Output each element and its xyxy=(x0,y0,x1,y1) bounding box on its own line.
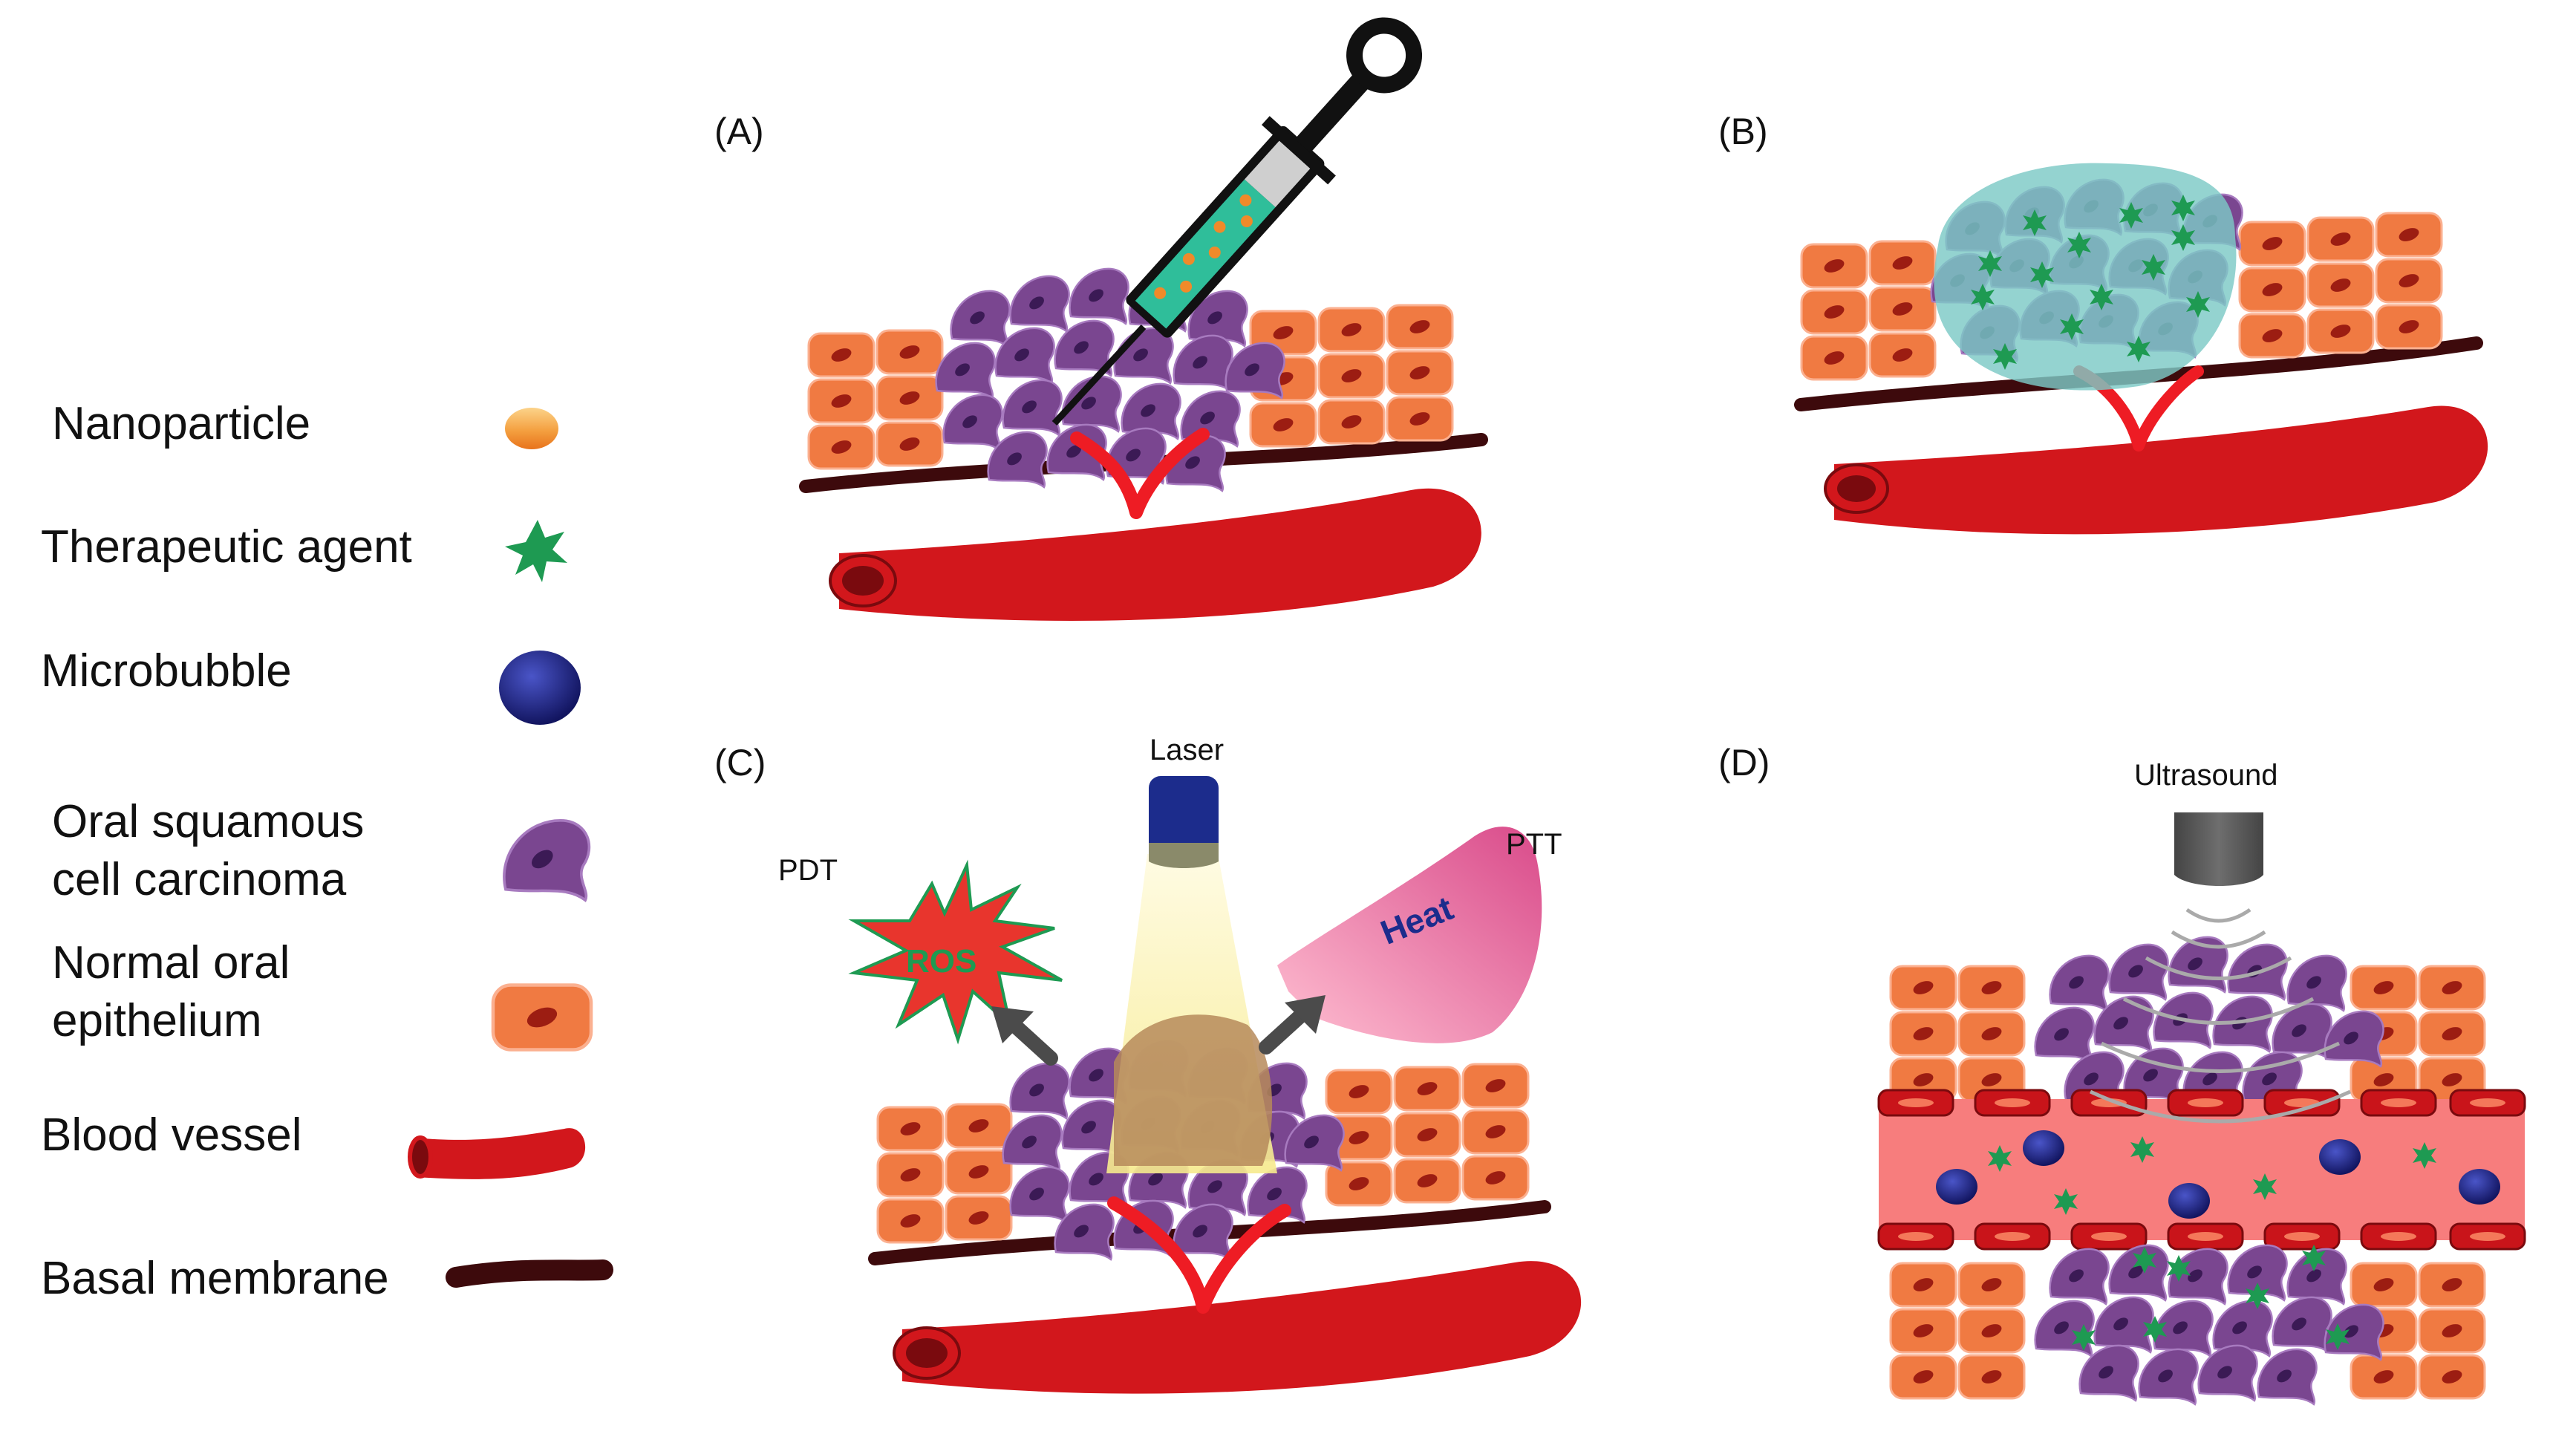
panel-d-label: (D) xyxy=(1718,742,1770,783)
panel-c-label: (C) xyxy=(714,742,766,783)
microbubbles xyxy=(1936,1130,2500,1219)
panel-b-label: (B) xyxy=(1718,111,1768,152)
vessel-wall-bottom xyxy=(1877,1222,2526,1251)
heated-tumor-region xyxy=(1114,1014,1273,1166)
legend-nanoparticle-label: Nanoparticle xyxy=(52,398,311,449)
syringe xyxy=(1051,17,1423,426)
blood-vessel xyxy=(839,488,1481,621)
vessel-wall-top xyxy=(1877,1089,2526,1117)
blood-vessel xyxy=(1834,405,2488,535)
legend-oscc-label-line1: Oral squamous xyxy=(52,796,365,847)
drug-loaded-gel xyxy=(1934,163,2237,391)
legend-epithelium-label-line1: Normal oral xyxy=(52,937,290,988)
epithelium-cell-icon xyxy=(493,985,591,1050)
basal-membrane-icon xyxy=(446,1259,613,1288)
ultrasound-waves xyxy=(2089,907,2352,1124)
blood-vessel-icon xyxy=(408,1128,586,1179)
therapeutic-agent-icon xyxy=(505,520,567,582)
pdt-label: PDT xyxy=(778,854,838,887)
legend-therapeutic-agent-label: Therapeutic agent xyxy=(41,521,412,573)
panel-a-label: (A) xyxy=(714,111,764,152)
legend-epithelium-label-line2: epithelium xyxy=(52,995,262,1046)
legend-blood-vessel-label: Blood vessel xyxy=(41,1109,302,1161)
panel-b-illustration xyxy=(1794,163,2488,535)
heat-probe xyxy=(1277,827,1542,1043)
nanoparticle-icon xyxy=(505,408,558,449)
ultrasound-transducer xyxy=(2174,812,2263,886)
ultrasound-label: Ultrasound xyxy=(2134,759,2278,792)
panel-d-illustration xyxy=(1877,812,2526,1406)
microbubble-icon xyxy=(499,651,581,725)
laser-label: Laser xyxy=(1150,734,1225,766)
ros-label: ROS xyxy=(906,943,977,980)
legend-basal-membrane-label: Basal membrane xyxy=(41,1253,389,1304)
tumor-vessel xyxy=(1070,428,1210,519)
oscc-cell-icon xyxy=(503,818,591,902)
tumor-bottom xyxy=(2034,1244,2384,1406)
legend-oscc-label-line2: cell carcinoma xyxy=(52,854,347,905)
blood-vessel xyxy=(902,1261,1582,1394)
panel-a-illustration xyxy=(799,17,1488,621)
panel-c-illustration xyxy=(848,776,1582,1394)
laser-head xyxy=(1149,776,1219,868)
legend-microbubble-label: Microbubble xyxy=(41,645,292,697)
ptt-label: PTT xyxy=(1506,828,1562,861)
